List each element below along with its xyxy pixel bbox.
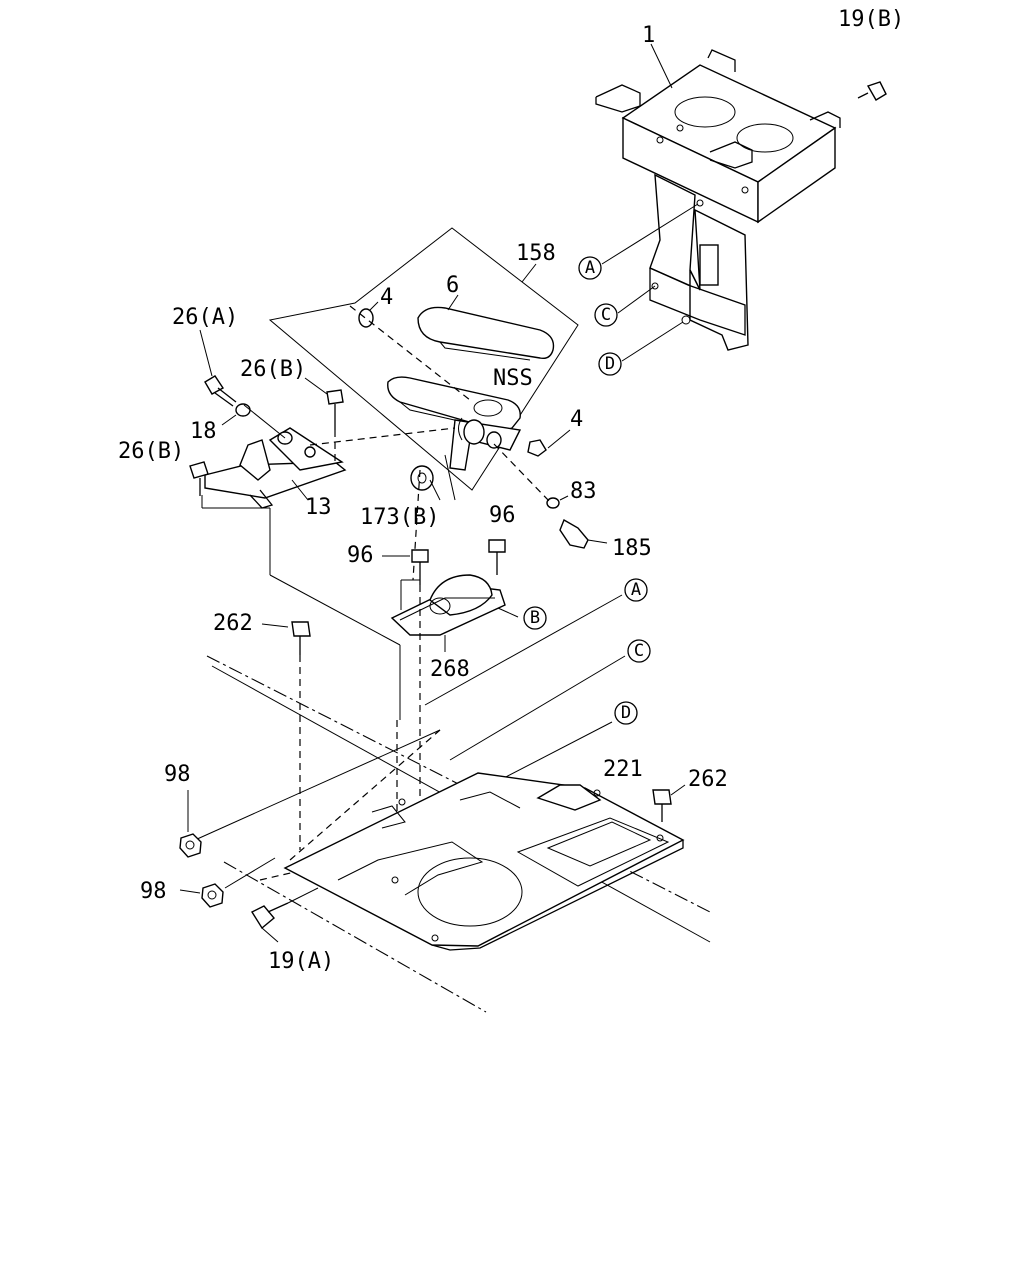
bushing-173b — [410, 465, 434, 491]
label-part-4-right: 4 — [570, 407, 583, 432]
label-part-185: 185 — [612, 536, 652, 561]
label-part-26a: 26(A) — [172, 305, 238, 330]
bushing-4-top — [358, 301, 379, 328]
label-part-1: 1 — [642, 23, 655, 48]
svg-text:C: C — [601, 305, 611, 325]
label-part-83: 83 — [570, 479, 597, 504]
callout-c-upper: C — [594, 303, 618, 327]
part-6-pad — [417, 294, 555, 361]
label-part-13: 13 — [305, 495, 332, 520]
washer-83 — [546, 495, 569, 509]
part-268-bracket — [390, 574, 506, 636]
bolt-262-right — [652, 789, 672, 822]
bolt-19a — [250, 887, 319, 943]
callout-d-upper: D — [598, 352, 622, 376]
callout-b: B — [523, 606, 547, 630]
label-part-26b-top: 26(B) — [240, 357, 306, 382]
label-part-98-bottom: 98 — [140, 879, 167, 904]
svg-text:C: C — [634, 641, 644, 661]
label-part-18: 18 — [190, 419, 217, 444]
bolt-96-right — [488, 539, 506, 575]
nut-98-bottom — [179, 857, 276, 908]
label-part-221: 221 — [603, 757, 643, 782]
pedal-lever — [449, 417, 522, 471]
part-13-bracket — [204, 427, 347, 509]
label-part-19b: 19(B) — [838, 7, 904, 32]
label-part-158: 158 — [516, 241, 556, 266]
bolt-19b — [857, 81, 887, 101]
label-part-96-left: 96 — [347, 543, 374, 568]
callout-a-lower: A — [624, 578, 648, 602]
svg-text:A: A — [585, 258, 595, 278]
bolt-26a — [199, 329, 237, 407]
pin-185 — [559, 518, 608, 549]
group-158-outline — [268, 227, 579, 491]
label-part-19a: 19(A) — [268, 949, 334, 974]
washer-18 — [221, 403, 251, 426]
label-part-6: 6 — [446, 273, 459, 298]
bolt-26b-left — [189, 461, 209, 496]
label-part-173b: 173(B) — [360, 505, 439, 530]
bolt-26b-top — [304, 377, 344, 430]
label-part-98-top: 98 — [164, 762, 191, 787]
callout-d-lower: D — [614, 701, 638, 725]
svg-text:A: A — [631, 580, 641, 600]
nut-4-right — [527, 429, 571, 457]
label-part-26b-left: 26(B) — [118, 439, 184, 464]
callout-a-upper: A — [578, 256, 602, 280]
label-part-268: 268 — [430, 657, 470, 682]
svg-text:B: B — [530, 608, 540, 628]
nut-98-top — [179, 790, 202, 858]
svg-text:D: D — [621, 703, 631, 723]
label-nss: NSS — [493, 366, 533, 391]
bolt-262-left — [291, 621, 311, 655]
part-1-bracket — [595, 49, 841, 351]
bolt-96-left — [411, 549, 429, 585]
callout-c-lower: C — [627, 639, 651, 663]
label-part-262-left: 262 — [213, 611, 253, 636]
label-part-262-right: 262 — [688, 767, 728, 792]
label-part-4-top: 4 — [380, 285, 393, 310]
label-part-96-right: 96 — [489, 503, 516, 528]
part-221-plate — [283, 772, 685, 951]
svg-text:D: D — [605, 354, 615, 374]
